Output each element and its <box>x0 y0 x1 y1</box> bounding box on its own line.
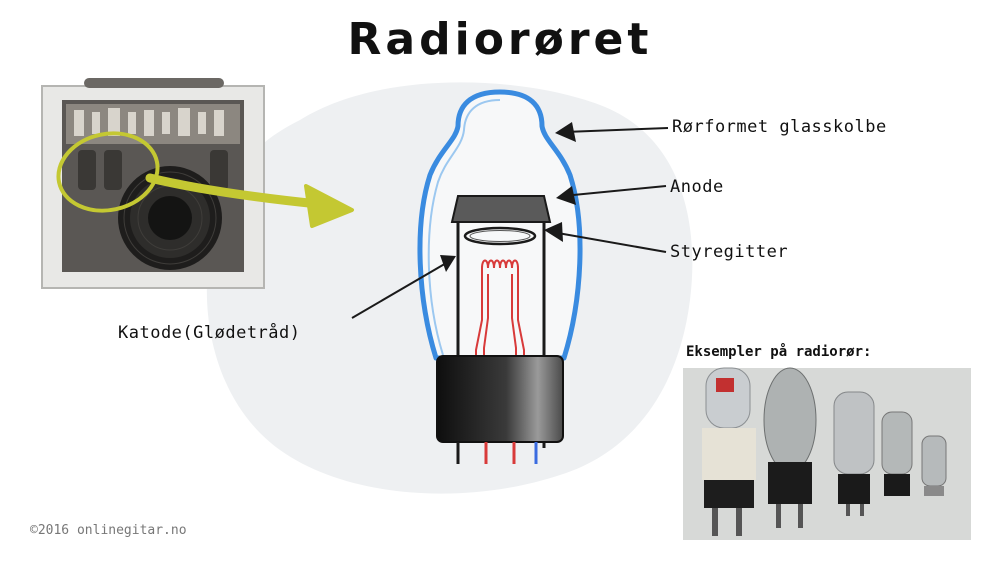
pointer-arrowhead-anode <box>556 186 576 205</box>
tube-base <box>436 355 564 443</box>
anode-label: Anode <box>670 177 724 197</box>
cathode-label: Katode(Glødetråd) <box>118 323 301 343</box>
page-title: Radiorøret <box>347 14 653 65</box>
amplifier-photo <box>41 78 265 289</box>
pointer-arrowhead-glass <box>555 122 576 142</box>
glass-inner-shine <box>427 99 501 356</box>
control-grid-label: Styregitter <box>670 242 789 262</box>
pointer-arrows <box>351 127 669 319</box>
pointer-arrowhead-grid <box>544 222 563 242</box>
green-arrow <box>145 173 354 228</box>
cathode-filament <box>475 259 525 355</box>
example-tubes-photo <box>683 367 971 540</box>
glass-bulb-label: Rørformet glasskolbe <box>672 117 887 137</box>
control-grid <box>463 226 537 246</box>
pointer-arrowhead-cathode <box>440 255 456 272</box>
anode-plate <box>450 195 552 223</box>
examples-caption: Eksempler på radiorør: <box>686 344 872 360</box>
tube-pins <box>456 442 538 464</box>
glass-envelope <box>417 89 583 361</box>
copyright: ©2016 onlinegitar.no <box>30 523 187 538</box>
